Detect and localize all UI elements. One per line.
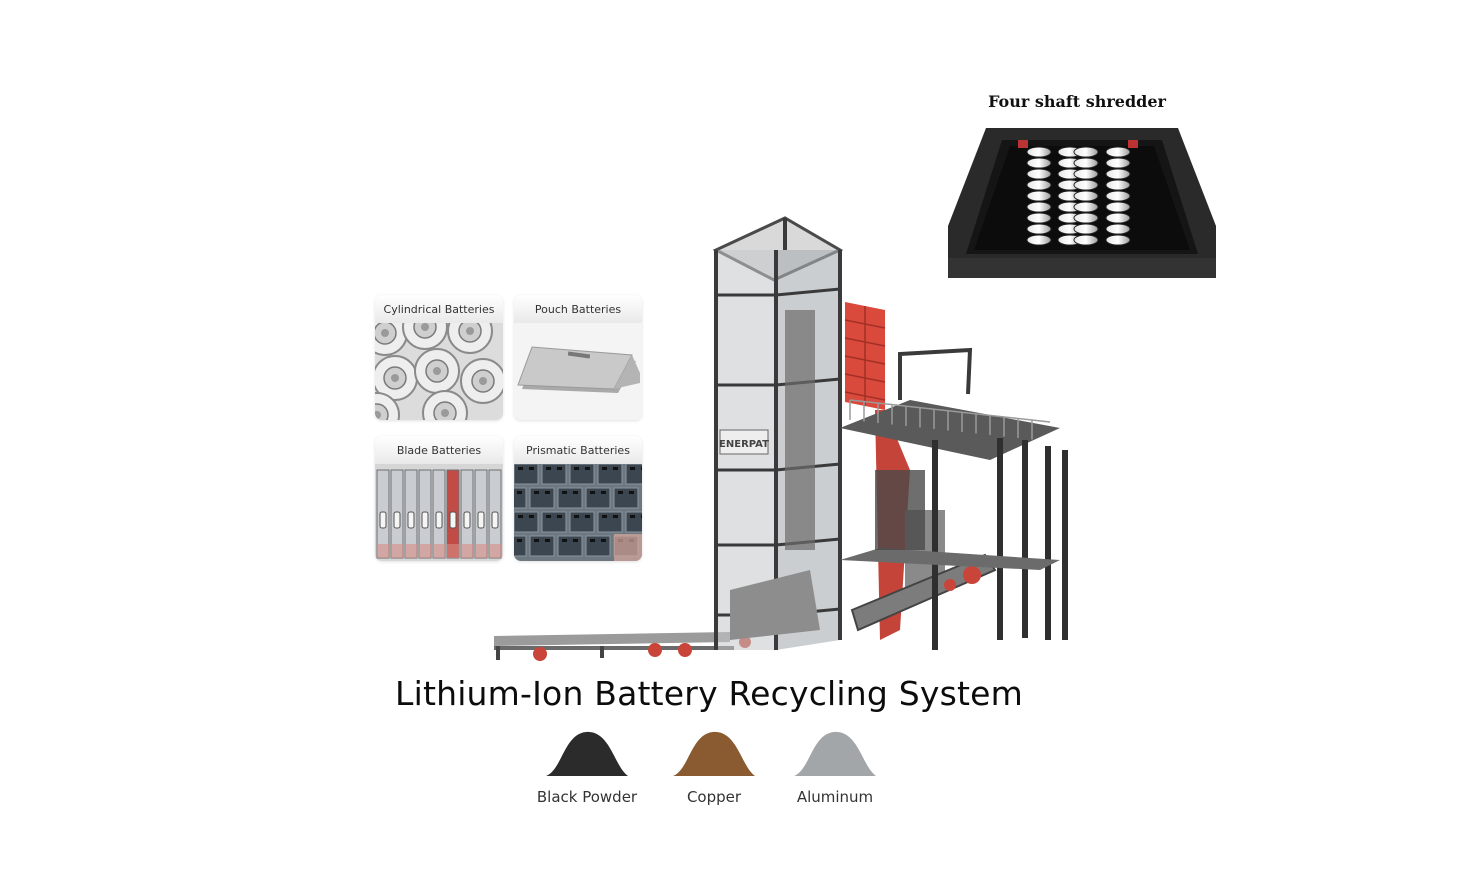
output-label: Copper [686,788,742,806]
output-black-powder: Black Powder [527,730,647,806]
pouch-batteries-image [514,323,642,420]
prismatic-batteries-image [514,464,642,561]
tower: ENERPAT [712,216,844,650]
output-aluminum: Aluminum [775,730,895,806]
black-powder-pile-icon [546,731,628,776]
battery-card-pouch: Pouch Batteries [514,295,642,420]
main-title: Lithium-Ion Battery Recycling System [394,674,1023,713]
shredder-image [948,128,1216,278]
blade-batteries-image [375,464,503,561]
cylindrical-batteries-image [375,323,503,420]
platform-structure [840,347,1068,650]
output-copper: Copper [654,730,774,806]
brand-logo-text: ENERPAT [719,439,769,450]
battery-card-cylindrical: Cylindrical Batteries [375,295,503,420]
output-label: Black Powder [536,788,638,806]
copper-pile-icon [673,731,755,776]
aluminum-pile-icon [794,731,876,776]
battery-card-blade: Blade Batteries [375,436,503,561]
output-label: Aluminum [796,788,874,806]
battery-card-prismatic: Prismatic Batteries [514,436,642,561]
battery-card-label: Prismatic Batteries [514,436,642,464]
battery-card-label: Pouch Batteries [514,295,642,323]
battery-card-label: Blade Batteries [375,436,503,464]
conveyor [494,632,751,661]
battery-card-label: Cylindrical Batteries [375,295,503,323]
recycling-machine-illustration: ENERPAT [494,216,1068,661]
shredder-label: Four shaft shredder [988,92,1166,111]
